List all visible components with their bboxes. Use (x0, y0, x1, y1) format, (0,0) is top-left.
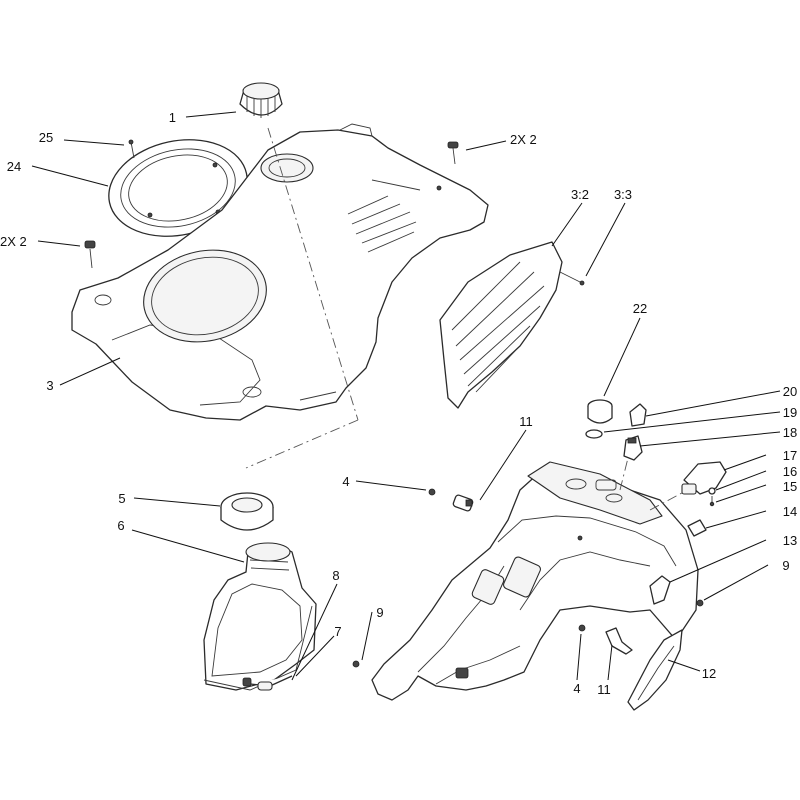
callout-11-top: 11 (519, 414, 533, 429)
part-9-screw-right (696, 599, 704, 607)
part-7-fuel-line (242, 675, 293, 691)
part-3-3-screw (559, 271, 585, 286)
part-24-flange-ring (108, 139, 248, 237)
part-15-screw (709, 496, 715, 507)
part-2-screw-top (447, 141, 459, 165)
callout-12: 12 (702, 666, 716, 681)
callout-25: 25 (39, 130, 53, 145)
part-20-cap (629, 403, 647, 427)
part-25-screw (128, 139, 135, 159)
callout-9-right: 9 (782, 558, 789, 573)
callout-2x2-left: 2X 2 (0, 234, 27, 249)
callout-3-3: 3:3 (614, 187, 632, 202)
callout-18: 18 (783, 425, 797, 440)
callout-16: 16 (783, 464, 797, 479)
leader-lines (31, 111, 781, 681)
callout-2x2-top: 2X 2 (510, 132, 537, 147)
part-3-2-vent-grille (439, 241, 563, 409)
alignment-line-cap-to-tank (267, 127, 359, 421)
part-14-clip (687, 519, 707, 537)
callout-7: 7 (334, 624, 341, 639)
callout-20: 20 (783, 384, 797, 399)
callout-4-top: 4 (342, 474, 349, 489)
callout-4-bottom: 4 (573, 681, 580, 696)
part-1-fuel-cap (239, 82, 283, 118)
part-9-screw-left (352, 660, 360, 668)
part-11-clip-top (452, 494, 474, 512)
part-4-screw-bottom (578, 624, 586, 632)
callout-labels: 1 25 24 2X 2 2X 2 3:2 3:3 3 22 20 19 18 … (0, 110, 797, 697)
part-22-knob (587, 399, 613, 424)
callout-6: 6 (117, 518, 124, 533)
callout-17: 17 (783, 448, 797, 463)
callout-24: 24 (7, 159, 21, 174)
part-2-screw-left (84, 240, 96, 269)
callout-5: 5 (118, 491, 125, 506)
callout-14: 14 (783, 504, 797, 519)
callout-3: 3 (46, 378, 53, 393)
callout-13: 13 (783, 533, 797, 548)
callout-22: 22 (633, 301, 647, 316)
part-18-switch (623, 435, 643, 461)
callout-11-bottom: 11 (597, 682, 611, 697)
part-4-screw-top (428, 488, 436, 496)
callout-19: 19 (783, 405, 797, 420)
callout-9-left: 9 (376, 605, 383, 620)
part-11-clip-bottom (605, 627, 633, 655)
callout-3-2: 3:2 (571, 187, 589, 202)
part-6-fuel-tank (203, 542, 317, 691)
alignment-line-console-top (649, 477, 711, 511)
part-13-bracket (649, 575, 671, 605)
lower-console-housing (371, 461, 699, 701)
alignment-line-tank-neck (245, 419, 359, 469)
callout-15: 15 (783, 479, 797, 494)
part-17-lever-housing (681, 461, 727, 495)
callout-1: 1 (169, 110, 176, 125)
part-5-grommet (220, 492, 274, 531)
part-19-nut (585, 429, 603, 439)
part-3-top-shroud (71, 123, 489, 421)
part-12-side-panel (627, 629, 683, 711)
callout-8: 8 (332, 568, 339, 583)
part-16-washer (708, 487, 716, 495)
